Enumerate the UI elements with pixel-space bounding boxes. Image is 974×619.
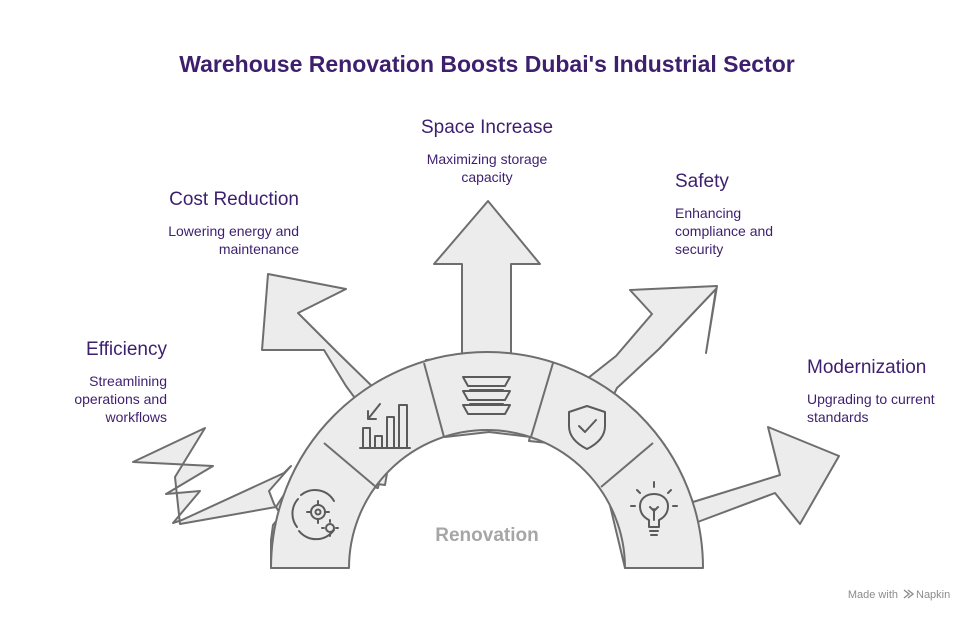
label-space-increase: Space Increase Maximizing storage capaci… bbox=[421, 117, 553, 185]
branch-title: Cost Reduction bbox=[169, 189, 299, 210]
diagram-title: Warehouse Renovation Boosts Dubai's Indu… bbox=[179, 51, 795, 77]
segment-divider bbox=[600, 442, 654, 488]
shield-check-icon bbox=[568, 405, 606, 450]
napkin-logo-icon bbox=[903, 589, 915, 599]
branch-desc-line: Enhancing bbox=[675, 205, 741, 221]
made-with-napkin-footer[interactable]: Made with Napkin bbox=[848, 589, 950, 601]
branch-desc-line: Maximizing storage bbox=[427, 151, 548, 167]
branch-desc-line: workflows bbox=[105, 409, 167, 425]
center-label: Renovation bbox=[435, 525, 538, 546]
segment-divider bbox=[530, 362, 554, 438]
label-efficiency: Efficiency Streamlining operations and w… bbox=[74, 339, 167, 425]
lightbulb-icon bbox=[630, 481, 678, 536]
footer-brand: Napkin bbox=[916, 589, 950, 601]
footer-text: Made with bbox=[848, 589, 898, 601]
branch-desc-line: compliance and bbox=[675, 223, 773, 239]
branch-desc-line: Upgrading to current bbox=[807, 391, 935, 407]
branch-desc-line: standards bbox=[807, 409, 868, 425]
branch-desc-line: Streamlining bbox=[89, 373, 167, 389]
branch-desc-line: Lowering energy and bbox=[168, 223, 299, 239]
gears-cycle-icon bbox=[291, 489, 339, 541]
branch-title: Safety bbox=[675, 171, 729, 192]
branch-title: Modernization bbox=[807, 357, 926, 378]
branch-title: Space Increase bbox=[421, 117, 553, 138]
branch-desc-line: maintenance bbox=[219, 241, 299, 257]
chart-decrease-icon bbox=[359, 403, 411, 449]
label-modernization: Modernization Upgrading to current stand… bbox=[807, 357, 935, 425]
branch-desc-line: security bbox=[675, 241, 723, 257]
label-cost-reduction: Cost Reduction Lowering energy and maint… bbox=[168, 189, 299, 257]
label-safety: Safety Enhancing compliance and security bbox=[675, 171, 773, 257]
branch-desc-line: operations and bbox=[74, 391, 167, 407]
branch-desc-line: capacity bbox=[461, 169, 512, 185]
stacked-layers-icon bbox=[462, 376, 511, 415]
branch-title: Efficiency bbox=[86, 339, 167, 360]
segment-divider bbox=[423, 362, 445, 438]
segment-divider bbox=[323, 442, 377, 488]
